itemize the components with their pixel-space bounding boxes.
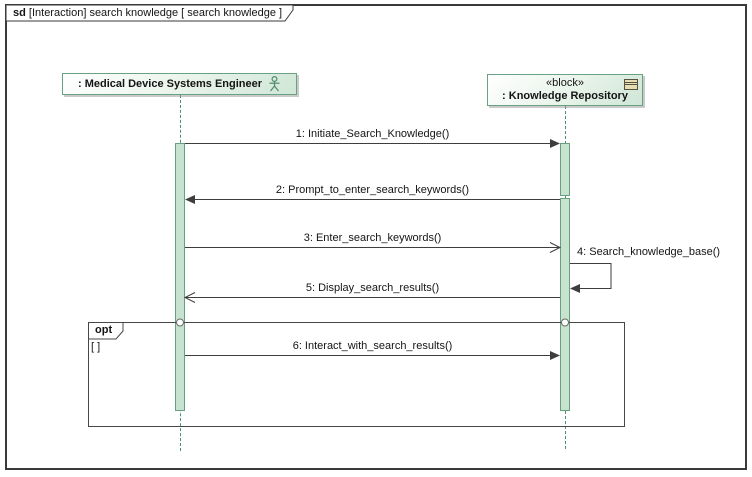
diagram-frame bbox=[5, 4, 747, 470]
message-3-label[interactable]: 3: Enter_search_keywords() bbox=[303, 232, 442, 244]
message-2-label[interactable]: 2: Prompt_to_enter_search_keywords() bbox=[275, 184, 470, 196]
actor-icon bbox=[268, 76, 281, 92]
message-4-label[interactable]: 4: Search_knowledge_base() bbox=[577, 246, 721, 258]
engineer-name-label: : Medical Device Systems Engineer bbox=[77, 78, 263, 90]
frame-name: [Interaction] search knowledge [ search … bbox=[28, 7, 283, 19]
frame-keyword: sd bbox=[13, 7, 26, 19]
repository-stereotype-label: «block» bbox=[546, 77, 584, 89]
lifeline-head-engineer[interactable]: : Medical Device Systems Engineer bbox=[62, 73, 297, 95]
message-5-label[interactable]: 5: Display_search_results() bbox=[305, 282, 440, 294]
frame-title: sd [Interaction] search knowledge [ sear… bbox=[13, 7, 282, 20]
lifeline-head-repository[interactable]: «block» : Knowledge Repository bbox=[487, 74, 643, 106]
message-6-label[interactable]: 6: Interact_with_search_results() bbox=[292, 340, 453, 352]
activation-bar-repository-2[interactable] bbox=[560, 198, 570, 411]
activation-bar-engineer[interactable] bbox=[175, 143, 185, 411]
opt-fragment[interactable] bbox=[88, 322, 625, 427]
message-1-label[interactable]: 1: Initiate_Search_Knowledge() bbox=[295, 128, 450, 140]
block-icon bbox=[624, 79, 638, 90]
opt-guard-label[interactable]: [ ] bbox=[91, 341, 101, 353]
activation-bar-repository-1[interactable] bbox=[560, 143, 570, 196]
opt-operator-label[interactable]: opt bbox=[95, 324, 113, 336]
repository-name-label: : Knowledge Repository bbox=[502, 90, 628, 102]
